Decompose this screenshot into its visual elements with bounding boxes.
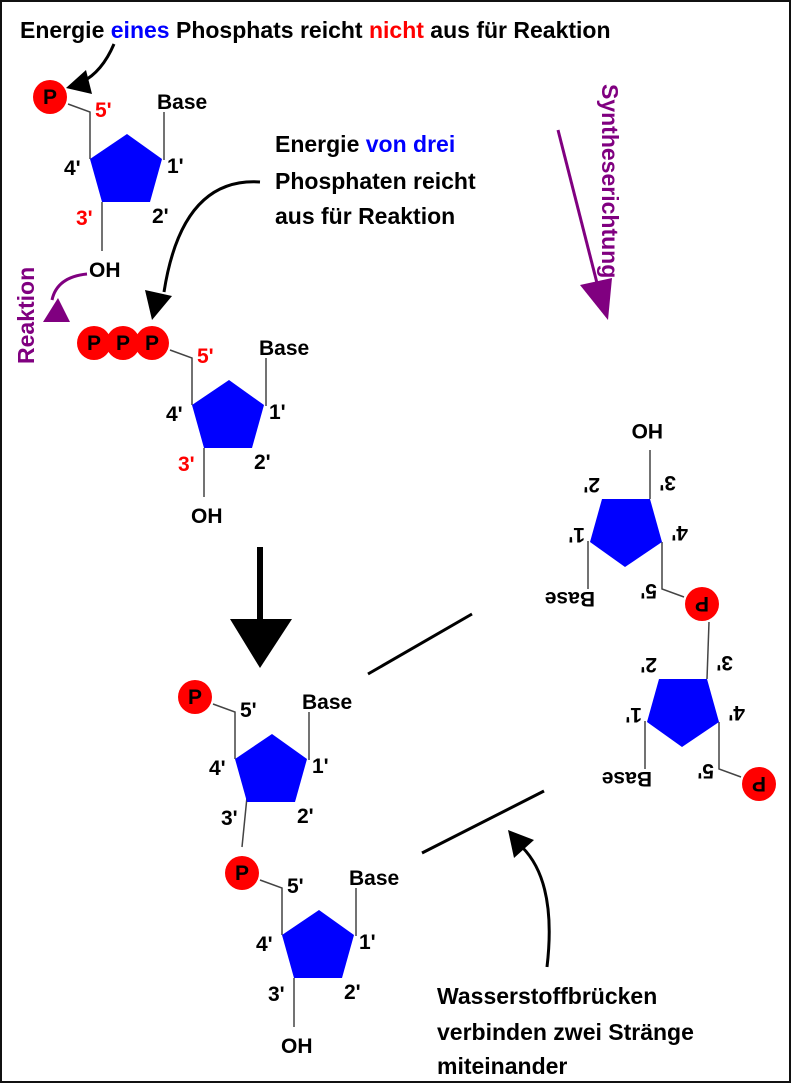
c5-label: 5': [287, 875, 304, 898]
arrow-head: [145, 290, 172, 320]
c2-label: 2': [583, 473, 600, 496]
c5-bond: [169, 349, 193, 405]
c3-label: 3': [76, 207, 93, 230]
base-label: Base: [349, 867, 399, 890]
phosphate-circle: [135, 326, 169, 360]
c5-label: 5': [640, 579, 657, 602]
nucleotide: P Base 1' 2' 3' 4' 5': [178, 680, 352, 830]
c5-bond: [661, 542, 685, 598]
synthesis-direction-arrow: [556, 129, 600, 288]
c1-label: 1': [359, 931, 376, 954]
c1-label: 1': [269, 401, 286, 424]
phosphate-circle: [33, 80, 67, 114]
c2-label: 2': [344, 981, 361, 1004]
c3-label: 3': [659, 471, 676, 494]
c5-label: 5': [240, 699, 257, 722]
hbond-note-line3: miteinander: [437, 1053, 567, 1079]
c5-bond: [212, 703, 236, 759]
c5-bond: [259, 879, 283, 935]
reaction-label: Reaktion: [13, 267, 39, 364]
sugar-pentagon: [647, 679, 719, 747]
phosphate-label: P: [87, 332, 101, 355]
c2-label: 2': [640, 653, 657, 676]
phosphate-label: P: [752, 772, 766, 795]
base-label: Base: [545, 587, 595, 610]
c3-label: 3': [221, 807, 238, 830]
base-label: Base: [602, 767, 652, 790]
oh-label: OH: [191, 505, 223, 528]
nucleotide: P Base 1' 2' 3' 4' 5' OH: [225, 856, 399, 1058]
base-label: Base: [302, 691, 352, 714]
c2-label: 2': [254, 451, 271, 474]
hydrogen-bond-line: [367, 612, 473, 676]
c1-label: 1': [312, 755, 329, 778]
synthesis-arrow-head: [580, 278, 612, 320]
arrow-energy-to-triphosphate: [162, 180, 261, 293]
sugar-pentagon: [90, 134, 162, 202]
hbond-note-line2: verbinden zwei Stränge: [437, 1019, 694, 1045]
oh-label: OH: [89, 259, 121, 282]
arrow-head: [66, 70, 92, 94]
c5-label: 5': [197, 345, 214, 368]
nucleotide: P Base 1' 2' 3' 4' 5' HO: [545, 419, 719, 621]
oh-label: HO: [632, 419, 664, 442]
c5-bond: [718, 722, 742, 778]
c4-label: 4': [209, 757, 226, 780]
phosphate-label: P: [695, 592, 709, 615]
c3-label: 3': [716, 651, 733, 674]
c5-bond: [67, 103, 91, 159]
reaction-arrow: [50, 272, 88, 301]
phosphate-label: P: [188, 686, 202, 709]
backbone-bond: [241, 796, 248, 848]
synthesis-direction-label: Syntheserichtung: [597, 84, 623, 278]
base-label: Base: [157, 91, 207, 114]
phosphate-label: P: [145, 332, 159, 355]
c4-label: 4': [728, 701, 745, 724]
sugar-pentagon: [282, 910, 354, 978]
c1-label: 1': [167, 155, 184, 178]
c4-label: 4': [64, 157, 81, 180]
phosphate-circle: [77, 326, 111, 360]
nucleotide: P Base 1' 2' 3' 4' 5': [602, 651, 776, 801]
c1-label: 1': [568, 523, 585, 546]
phosphate-circle: [106, 326, 140, 360]
title: Energie eines Phosphats reicht nicht aus…: [20, 17, 611, 43]
hydrogen-bond-line: [421, 789, 545, 855]
nucleotide: P Base 1' 2' 3' 4' 5' OH: [33, 80, 207, 282]
reaction-arrow-head: [43, 298, 70, 322]
backbone-bond: [706, 621, 710, 680]
c2-label: 2': [297, 805, 314, 828]
c5-label: 5': [697, 759, 714, 782]
c1-label: 1': [625, 703, 642, 726]
phosphate-label: P: [116, 332, 130, 355]
phosphate-label: P: [43, 86, 57, 109]
phosphate-circle: [225, 856, 259, 890]
c3-label: 3': [268, 983, 285, 1006]
c4-label: 4': [256, 933, 273, 956]
oh-label: OH: [281, 1035, 313, 1058]
arrow-head: [508, 830, 534, 858]
c4-label: 4': [166, 403, 183, 426]
sugar-pentagon: [192, 380, 264, 448]
phosphate-circle: [742, 767, 776, 801]
phosphate-circle: [178, 680, 212, 714]
note-three-phosphates-line2: Phosphaten reicht: [275, 168, 476, 194]
sugar-pentagon: [235, 734, 307, 802]
phosphate-label: P: [235, 862, 249, 885]
arrow-hbond-note: [520, 845, 551, 968]
c2-label: 2': [152, 205, 169, 228]
sugar-pentagon: [590, 499, 662, 567]
note-three-phosphates-line3: aus für Reaktion: [275, 203, 455, 229]
arrow-head: [230, 619, 292, 668]
note-three-phosphates-line1: Energie von drei: [275, 131, 455, 157]
phosphate-circle: [685, 587, 719, 621]
hbond-note-line1: Wasserstoffbrücken: [437, 983, 657, 1009]
c5-label: 5': [95, 99, 112, 122]
c3-label: 3': [178, 453, 195, 476]
base-label: Base: [259, 337, 309, 360]
c4-label: 4': [671, 521, 688, 544]
